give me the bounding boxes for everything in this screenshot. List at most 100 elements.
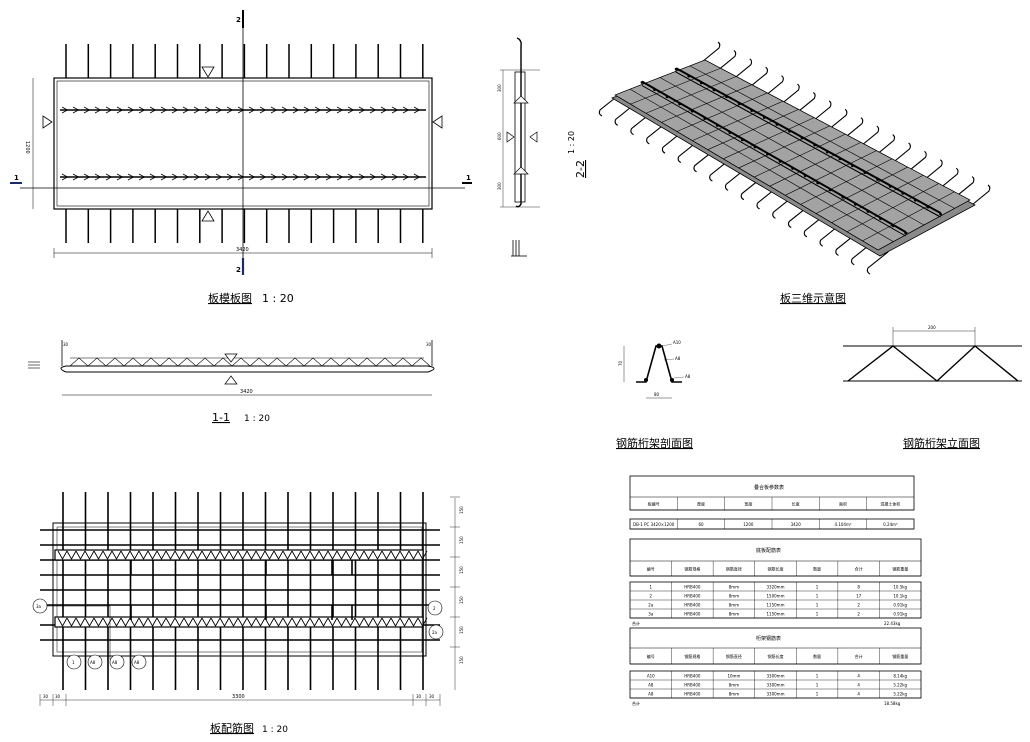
iso-truss-node-icon [866,210,870,213]
iso-rebar-hook-front [630,112,652,136]
rebar-truss-web [120,617,131,627]
plan-protruding-rebars [65,44,424,243]
plan-truss-web [193,173,201,181]
svg-text:A8: A8 [112,660,118,665]
iso-truss-node-icon [853,202,857,206]
iso-truss-top-chord [641,80,907,233]
iso-grid-longitudinal [629,88,894,242]
svg-text:A8: A8 [134,660,140,665]
table-cell: 钢筋重量 [892,565,908,571]
rebar-truss-web [300,617,311,627]
iso-rebar-hook-back [744,66,768,92]
iso-truss-node-icon [825,150,829,154]
rebar-plan-scale: 1 : 20 [262,725,288,735]
svg-text:2a: 2a [432,630,438,635]
rebar-truss-web [354,617,365,627]
rebar-truss-web [417,550,428,560]
iso-truss-node-icon [741,138,744,142]
rebar-plan-lift-marks [130,560,353,620]
table-cell: 2a [648,602,654,607]
plan-truss-web [171,173,179,181]
iso-truss-node-icon [725,95,728,99]
rebar-truss-web [147,617,158,627]
plan-length-dim: 3420 [236,247,249,253]
iso-truss-node-icon [926,205,930,209]
sec11-slab-profile [60,365,435,373]
table-cell: 17 [856,593,862,598]
iso-rebar-hook-front [614,102,637,126]
rebar-truss-web [66,617,77,627]
rebar-truss-web [363,617,374,627]
sec11-lift-bottom-icon [224,375,238,385]
plan-truss-web [138,106,146,114]
truss-elev-web [847,345,1019,382]
plan-truss-web [237,106,245,114]
table-cell: DB-1 PC 3420×1200 [633,522,675,527]
table-cell: 钢筋重量 [892,653,908,659]
plan-truss-web [226,106,234,114]
rebar-truss-web [345,550,356,560]
truss-section-view: 70 80 A10 A8 A8 钢筋桁架剖面图 [616,340,693,450]
rebar-truss-band [54,549,424,561]
rebar-spacing-dim: 150 [459,506,464,514]
table-cell: 8mm [729,602,739,607]
iso-truss-node-icon [750,109,754,112]
table-cell: 1 [816,602,819,607]
rebar-truss-web [408,617,419,627]
sec22-truss-1-icon [513,95,529,104]
plan-truss-web [391,106,399,114]
table-cell: 1 [816,682,819,687]
rebar-truss-web [273,550,284,560]
table-cell: 宽度 [744,500,752,506]
sec22-truss-2-icon [513,166,529,175]
truss-leader-2 [663,358,675,361]
iso-rebar-hook-front [677,140,700,163]
iso-rebar-hook-front [661,130,684,154]
plan-truss-web [413,106,421,114]
table-cell: 混凝土体积 [880,500,900,506]
iso-truss-node-icon [879,217,882,221]
rebar-truss-web [156,617,167,627]
section-label-2-top: 2 [236,16,241,24]
rebar-truss-web [174,617,185,627]
iso-truss-node-icon [800,136,804,140]
iso-truss-node-icon [904,231,907,235]
iso-rebar-hook-front [646,121,668,145]
plate-parameter-table: 叠合板参数表 板编号厚度宽度长度面积混凝土体积 DB-1 PC 3420×120… [629,475,915,530]
iso-rebar-hook-front [787,205,810,229]
iso-rebar-hook-back [807,100,832,126]
plan-truss-web [182,106,190,114]
lift-point-right-icon [432,115,443,129]
truss-bottom-chord-right-icon [670,378,674,382]
sec11-lift-top-icon [224,353,238,363]
bar-tag-a8-2: A8 [109,654,125,670]
rebar-truss-web [102,617,113,627]
iso-truss-node-icon [788,129,791,133]
sec11-length-dim: 3420 [240,389,253,395]
plan-width-dim: 1200 [24,141,30,154]
iso-truss-node-icon [803,174,807,178]
rebar-plan-transverse-bars [62,492,424,690]
rebar-table-title: 底板配筋表 [756,547,781,554]
table-cell: HRB400 [684,584,701,589]
rebar-truss-web [66,550,77,560]
plan-truss-web [369,173,377,181]
iso-rebar-hook-back [776,83,800,109]
iso-truss-node-icon [728,131,732,135]
iso-grid-longitudinal [614,94,879,251]
truss-pitch-dim: 200 [928,325,936,330]
table-cell: 1 [816,691,819,696]
rebar-truss-web [192,617,203,627]
table-cell: 60 [698,522,704,527]
rebar-truss-web [255,617,266,627]
iso-rebar-hook-back [791,92,816,117]
iso-truss-node-icon [687,74,691,78]
plate-table-title: 叠合板参数表 [754,484,784,491]
table-cell: 面积 [839,500,847,506]
table-cell: 钢筋直径 [726,653,742,659]
table-cell: 1200 [743,522,754,527]
rebar-truss-web [399,550,410,560]
iso-rebar-hook-back [696,41,721,67]
iso-truss-node-icon [699,81,703,85]
